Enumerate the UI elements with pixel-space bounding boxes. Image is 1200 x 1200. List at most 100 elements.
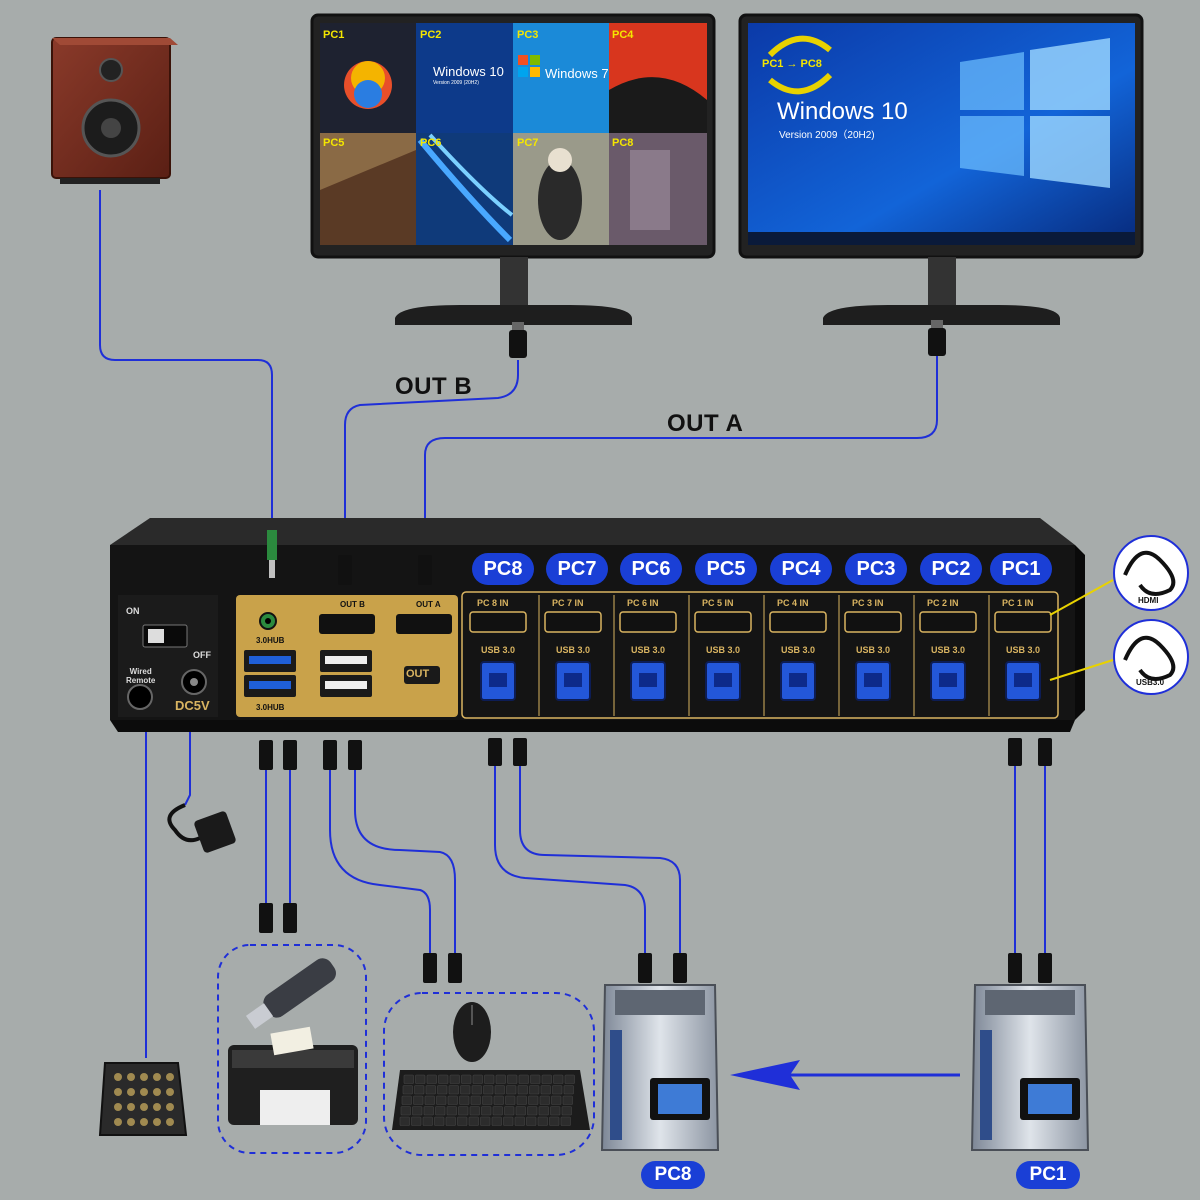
keyboard-key: [549, 1116, 560, 1126]
keyboard-key: [529, 1085, 540, 1095]
monitor-tile-label: PC7: [517, 137, 539, 149]
front-pc-pill: PC8: [472, 553, 534, 585]
port-in-label: PC 5 IN: [702, 598, 734, 608]
keyboard-key: [538, 1106, 549, 1116]
keyboard-key: [471, 1085, 482, 1095]
remote-button: [166, 1118, 174, 1126]
keyboard-key: [539, 1095, 550, 1105]
keyboard-key: [425, 1085, 436, 1095]
hub-bottom-label: 3.0HUB: [256, 703, 285, 712]
hdmi-plug-out-b: [509, 322, 527, 358]
usb-b-port-slot: [1014, 673, 1032, 687]
remote-button: [127, 1073, 135, 1081]
keyboard-key: [445, 1116, 456, 1126]
monitor-tile-label: PC6: [420, 137, 442, 149]
port-in-label: PC 6 IN: [627, 598, 659, 608]
bottom-plugs: [259, 738, 1052, 983]
wired-remote-label: Wired Remote: [126, 667, 156, 685]
pc1-badge: PC1: [1016, 1161, 1080, 1189]
usb-b-port-slot: [789, 673, 807, 687]
keyboard-key: [493, 1095, 504, 1105]
remote-button: [153, 1088, 161, 1096]
usb30-port-label: USB 3.0: [931, 645, 966, 655]
keyboard-key: [494, 1085, 505, 1095]
out-label: OUT: [406, 668, 430, 680]
keyboard-key: [458, 1106, 469, 1116]
keyboard-key: [457, 1116, 468, 1126]
hdmi-input-port: [694, 611, 752, 633]
monitor-left: [310, 13, 716, 325]
remote-button: [153, 1118, 161, 1126]
remote-button: [127, 1088, 135, 1096]
keyboard-key: [449, 1074, 460, 1084]
front-pc-pill: PC1: [990, 553, 1052, 585]
keyboard-key: [415, 1074, 426, 1084]
hdmi-input-port: [844, 611, 902, 633]
keyboard-key: [506, 1085, 517, 1095]
remote-button: [166, 1088, 174, 1096]
keyboard-key: [550, 1106, 561, 1116]
usb30-legend-label: USB3.0: [1136, 678, 1165, 687]
input-port-grid: [469, 595, 1052, 716]
front-pc-pill: PC3: [845, 553, 907, 585]
pc8-badge: PC8: [641, 1161, 705, 1189]
remote-button: [127, 1118, 135, 1126]
hdmi-legend-label: HDMI: [1138, 596, 1159, 605]
port-in-label: PC 1 IN: [1002, 598, 1034, 608]
monitor-tile-label: PC5: [323, 137, 345, 149]
power-cable: [184, 730, 191, 806]
keyboard-key: [470, 1095, 481, 1105]
keyboard-key: [434, 1116, 445, 1126]
keyboard-key: [448, 1085, 459, 1095]
remote-button: [140, 1073, 148, 1081]
keyboard-key: [491, 1116, 502, 1126]
out-a-port-label: OUT A: [416, 600, 441, 609]
dc5v-label: DC5V: [175, 698, 210, 713]
port-in-label: PC 3 IN: [852, 598, 884, 608]
remote-button: [140, 1103, 148, 1111]
keyboard-key: [541, 1074, 552, 1084]
usb30-port-label: USB 3.0: [1006, 645, 1041, 655]
keyboard-key: [480, 1116, 491, 1126]
wired-remote: [98, 1062, 188, 1136]
keyboard-key: [561, 1106, 572, 1116]
hdmi-input-port: [919, 611, 977, 633]
keyboard-key: [504, 1106, 515, 1116]
left-win7-title: Windows 7: [545, 66, 609, 81]
remote-button: [114, 1088, 122, 1096]
left-win10-title: Windows 10: [433, 64, 504, 79]
keyboard-key: [435, 1106, 446, 1116]
hub-top-label: 3.0HUB: [256, 636, 285, 645]
cable-legend: [1049, 535, 1189, 695]
front-pc-pill: PC6: [620, 553, 682, 585]
pc8-tower: [600, 984, 720, 1151]
keyboard-key: [540, 1085, 551, 1095]
keyboard-key: [459, 1095, 470, 1105]
keyboard-key: [516, 1095, 527, 1105]
keyboard-key: [481, 1106, 492, 1116]
remote-button: [140, 1118, 148, 1126]
out-b-label: OUT B: [395, 373, 473, 400]
keyboard-key: [537, 1116, 548, 1126]
keyboard-key: [403, 1074, 414, 1084]
remote-button: [166, 1103, 174, 1111]
audio-cable: [99, 190, 273, 530]
remote-button: [153, 1103, 161, 1111]
hdmi-input-port: [994, 611, 1052, 633]
remote-button: [140, 1088, 148, 1096]
keyboard-key: [514, 1116, 525, 1126]
front-pc-pill: PC7: [546, 553, 608, 585]
keyboard-key: [402, 1085, 413, 1095]
hdmi-input-port: [769, 611, 827, 633]
keyboard-key: [399, 1116, 410, 1126]
hdmi-plug-out-a: [928, 320, 946, 356]
remote-button: [127, 1103, 135, 1111]
keyboard-key: [562, 1095, 573, 1105]
pc8-cable-1: [494, 765, 646, 955]
monitor-right: [738, 13, 1144, 325]
port-in-label: PC 4 IN: [777, 598, 809, 608]
keyboard-key: [422, 1116, 433, 1126]
keyboard-key: [400, 1106, 411, 1116]
monitor-tile-label: PC8: [612, 137, 634, 149]
keyboard-key: [505, 1095, 516, 1105]
